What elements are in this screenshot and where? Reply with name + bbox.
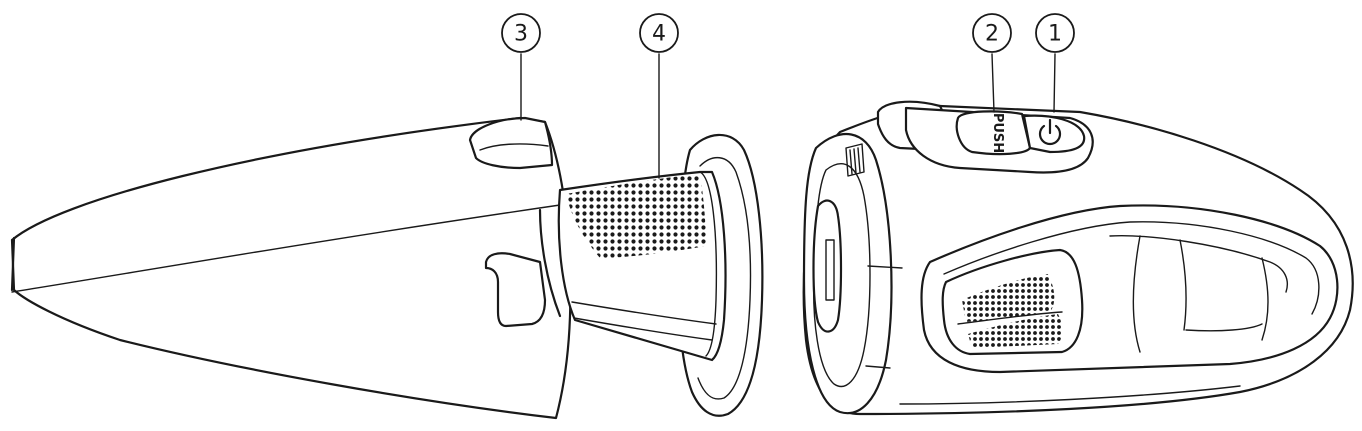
callout-4: 4 bbox=[639, 13, 679, 179]
callout-2-label: 2 bbox=[985, 22, 999, 47]
callout-1: 1 bbox=[1035, 13, 1075, 113]
callout-3: 3 bbox=[501, 13, 541, 121]
callout-2: 2 bbox=[972, 13, 1012, 113]
power-icon bbox=[1038, 118, 1062, 146]
filter bbox=[557, 133, 764, 417]
dust-bowl bbox=[10, 116, 572, 420]
motor-handle: PUSH bbox=[802, 100, 1354, 416]
callout-4-label: 4 bbox=[652, 22, 666, 47]
callout-1-label: 1 bbox=[1048, 22, 1062, 47]
push-button-label: PUSH bbox=[990, 113, 1005, 153]
vent-grille bbox=[962, 274, 1063, 348]
callout-3-label: 3 bbox=[514, 22, 528, 47]
